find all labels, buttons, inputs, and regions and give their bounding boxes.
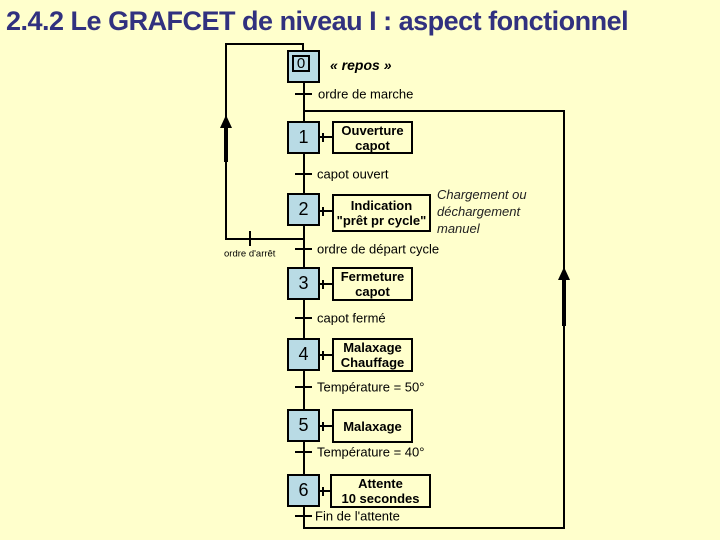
connector-6-notch [322, 487, 324, 496]
transition-bar-4 [295, 386, 312, 388]
step-2-side-note: Chargement ou déchargement manuel [437, 187, 527, 236]
step-3-number: 3 [298, 273, 309, 293]
transition-bar-6 [295, 515, 312, 517]
connector-6 [318, 490, 332, 492]
connector-5 [318, 425, 332, 427]
transition-bar-5 [295, 451, 312, 453]
step-5-number: 5 [298, 415, 309, 435]
step-6: 6 [287, 474, 320, 507]
action-box-6: Attente 10 secondes [330, 474, 431, 508]
step-1: 1 [287, 121, 320, 154]
left-loop-top [226, 43, 304, 45]
step-2-number: 2 [298, 199, 309, 219]
connector-1 [318, 136, 332, 138]
connector-1-notch [322, 133, 324, 142]
right-loop-bottom [303, 527, 565, 529]
transition-label-3: capot fermé [317, 310, 386, 326]
main-vertical-link [303, 83, 305, 528]
link-above-step0 [302, 43, 304, 52]
action-box-1: Ouverture capot [332, 121, 413, 154]
action-box-3: Fermeture capot [332, 267, 413, 301]
connector-2-notch [322, 207, 324, 216]
right-loop-arrow-shaft [562, 278, 566, 326]
transition-bar-3 [295, 317, 312, 319]
step-0-inner-square: 0 [292, 55, 310, 72]
transition-label-0: ordre de marche [318, 86, 414, 102]
right-loop-arrow-icon [558, 267, 570, 280]
action-box-4: Malaxage Chauffage [332, 338, 413, 372]
step-2: 2 [287, 193, 320, 226]
step-0-number: 0 [296, 55, 306, 72]
step-5: 5 [287, 409, 320, 442]
transition-label-4: Température = 50° [317, 379, 425, 395]
left-loop-arrow-icon [220, 115, 232, 128]
step-4: 4 [287, 338, 320, 371]
step-3: 3 [287, 267, 320, 300]
transition-label-2: ordre de départ cycle [317, 241, 440, 257]
transition-bar-1 [295, 173, 312, 175]
connector-2 [318, 210, 332, 212]
action-box-2: Indication "prêt pr cycle" [332, 194, 431, 232]
branch-transition-bar [249, 231, 251, 246]
step-1-number: 1 [298, 127, 309, 147]
connector-3 [318, 283, 332, 285]
left-loop-arrow-shaft [224, 126, 228, 162]
transition-bar-2 [295, 248, 312, 250]
step-0-initial: 0 [287, 50, 320, 83]
clipped-title-fragment: 2.4.2 Le GRAFCET de niveau I : aspect fo… [6, 0, 716, 4]
transition-label-1: capot ouvert [317, 166, 389, 182]
connector-5-notch [322, 422, 324, 431]
connector-4-notch [322, 351, 324, 360]
step-6-number: 6 [298, 480, 309, 500]
connector-4 [318, 354, 332, 356]
transition-bar-0 [295, 93, 312, 95]
right-loop-top [303, 110, 565, 112]
transition-label-6: Fin de l'attente [315, 508, 400, 524]
branch-transition-label: ordre d'arrêt [224, 248, 276, 260]
transition-label-5: Température = 40° [317, 444, 425, 460]
step-4-number: 4 [298, 344, 309, 364]
connector-3-notch [322, 280, 324, 289]
step-0-comment: « repos » [330, 57, 392, 73]
action-box-5: Malaxage [332, 409, 413, 443]
left-loop-bottom [225, 238, 305, 240]
page-title: 2.4.2 Le GRAFCET de niveau I : aspect fo… [6, 6, 629, 36]
